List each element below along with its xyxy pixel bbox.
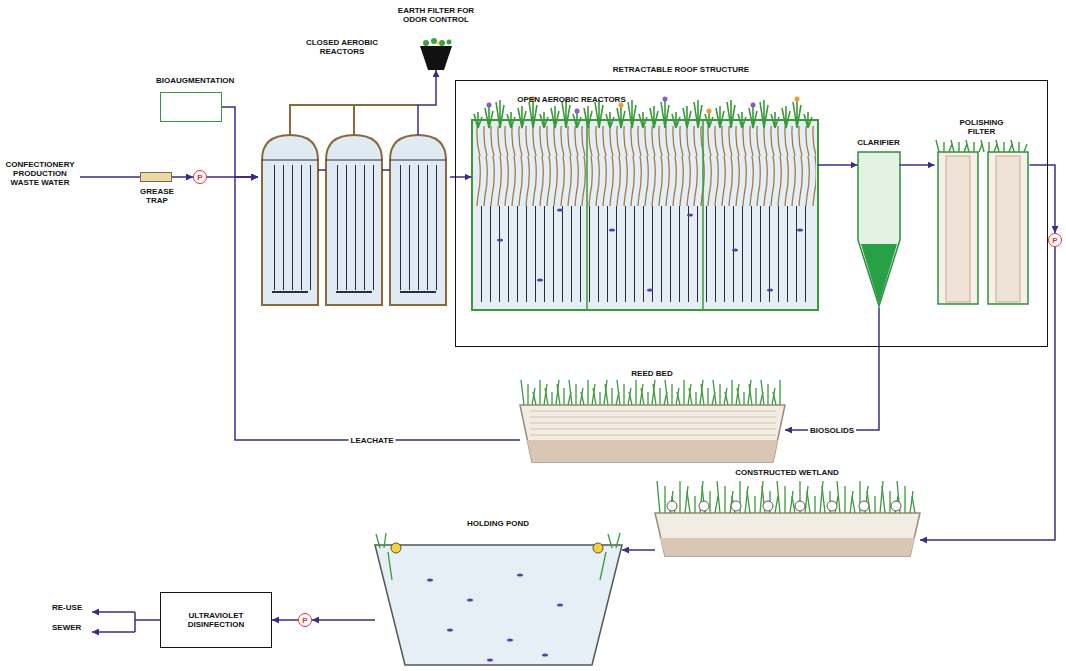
reed-bed: REED BED: [520, 403, 785, 462]
node-label: ULTRAVIOLET DISINFECTION: [161, 611, 271, 629]
earth-filter: EARTH FILTER FOR ODOR CONTROL: [420, 46, 452, 70]
pipe-connector: [785, 308, 879, 431]
pond-flowers: [391, 543, 603, 553]
reactor-dividers: [587, 120, 703, 310]
pond-basin: [375, 545, 622, 665]
inlet-pipe: [80, 176, 140, 178]
outlet-label: SEWER: [52, 623, 90, 632]
node-label: P: [302, 616, 307, 625]
reed-bed-gravel: [527, 440, 778, 462]
sludge-cone: [861, 244, 897, 304]
node-heading: POLISHING FILTER: [947, 118, 1017, 136]
wetland-basin: [655, 513, 920, 556]
pipe-connector: [622, 549, 655, 551]
open-reactor-tank: [472, 120, 818, 310]
process-box: BIOAUGMENTATION: [160, 92, 222, 122]
clarifier: CLARIFIER: [858, 152, 900, 308]
pump-symbol: P: [1048, 233, 1062, 247]
plants: [427, 97, 1027, 662]
pipe-connector: [900, 164, 935, 166]
wetland-gravel: [660, 538, 915, 556]
roof-structure: RETRACTABLE ROOF STRUCTUREOPEN AEROBIC R…: [455, 80, 1048, 347]
pump-symbol: P: [298, 613, 312, 627]
pipe-connector: [312, 619, 375, 621]
node-heading: CLARIFIER: [844, 138, 914, 147]
odor-manifold: [290, 105, 418, 135]
outlet-pipes: [92, 612, 160, 632]
closed-tanks: [262, 135, 446, 305]
node-heading: REED BED: [612, 369, 692, 378]
node-label: P: [1052, 236, 1057, 245]
filter-columns: [938, 152, 1028, 304]
reed-bed-basin: [520, 405, 785, 462]
reed-bed-soil: [530, 410, 776, 438]
pipe-connector: [418, 70, 436, 135]
tank-links: [318, 169, 390, 171]
filter-plants: [423, 38, 452, 46]
node-heading: RETRACTABLE ROOF STRUCTURE: [556, 65, 806, 74]
tank-diffusers: [262, 160, 446, 292]
holding-pond: HOLDING POND: [375, 545, 622, 665]
grease-trap: GREASE TRAP: [140, 172, 172, 182]
node-heading: BIOAUGMENTATION: [156, 76, 256, 85]
earth-filter-pot: [420, 46, 452, 70]
node-heading: HOLDING POND: [448, 519, 548, 528]
pump-symbol: P: [193, 170, 207, 184]
clarifier-cone: [858, 152, 900, 306]
node-heading: EARTH FILTER FOR ODOR CONTROL: [386, 6, 486, 24]
outlet-label: RE-USE: [52, 603, 90, 612]
node-heading: OPEN AEROBIC REACTORS: [492, 95, 652, 104]
edge-label: BIOSOLIDS: [808, 426, 856, 435]
pipe-connector: [235, 177, 520, 440]
node-heading: CONSTRUCTED WETLAND: [727, 468, 847, 477]
constructed-wetland: CONSTRUCTED WETLAND: [655, 512, 920, 556]
pipe-connector: [1030, 165, 1056, 233]
node-heading: GREASE TRAP: [133, 187, 181, 205]
pipe-connector: [450, 176, 472, 178]
root-zone: [474, 126, 816, 206]
pond-plants: [376, 533, 620, 580]
node-heading: CLOSED AEROBIC REACTORS: [292, 38, 392, 56]
inlet-label: CONFECTIONERY PRODUCTION WASTE WATER: [4, 160, 76, 187]
process-box: ULTRAVIOLET DISINFECTION: [160, 592, 272, 648]
polishing-filter: POLISHING FILTER: [935, 150, 1030, 305]
reactor-diffusers: [476, 206, 814, 302]
pipe-connector: [920, 247, 1055, 540]
pipe-connector: [818, 164, 858, 166]
edge-label: LEACHATE: [349, 436, 396, 445]
reactor-basin: OPEN AEROBIC REACTORS: [472, 120, 818, 310]
node-label: P: [197, 173, 202, 182]
pipe-connector: [222, 107, 258, 177]
reactor-tanks: CLOSED AEROBIC REACTORS: [258, 135, 450, 305]
pipe-connector: [172, 176, 193, 178]
pipe-connector: [272, 619, 298, 621]
